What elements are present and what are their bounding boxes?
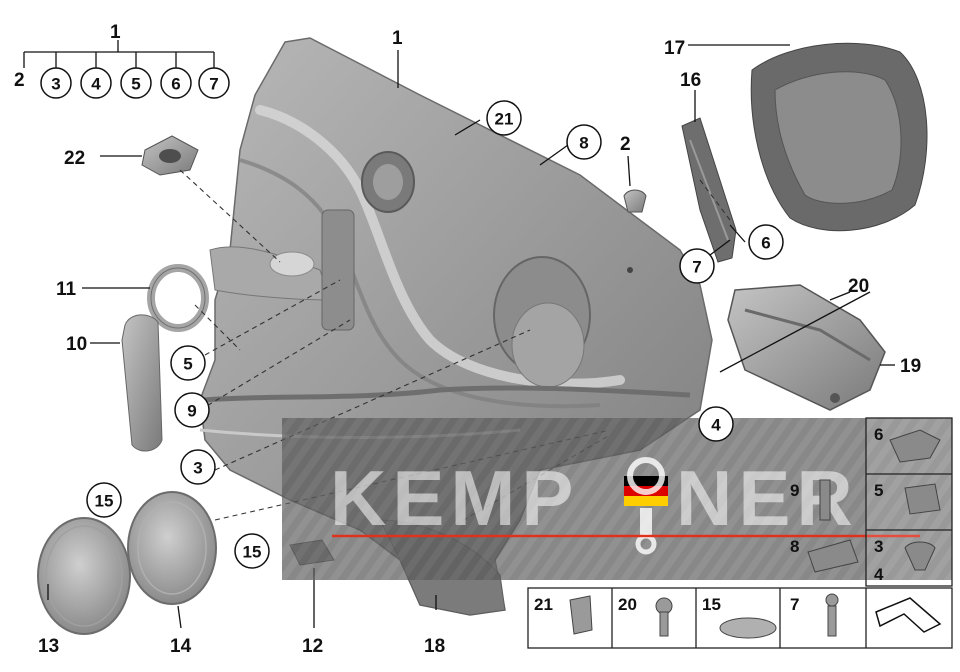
- callout-16: 16: [680, 70, 701, 91]
- svg-text:5: 5: [183, 355, 192, 374]
- table-label-15: 15: [702, 595, 721, 614]
- callout-15-a: 15: [86, 482, 122, 518]
- callout-17: 17: [664, 38, 685, 59]
- svg-text:6: 6: [171, 75, 180, 94]
- watermark-text-left: KEMP: [330, 454, 579, 542]
- callout-18: 18: [424, 636, 445, 657]
- callout-2-top: 2: [14, 70, 25, 91]
- part-13-speaker-grille: [37, 517, 131, 635]
- svg-text:15: 15: [243, 543, 262, 562]
- table-label-9: 9: [790, 481, 799, 500]
- callout-8: 8: [566, 124, 602, 160]
- callout-7-right: 7: [679, 248, 715, 284]
- callout-11: 11: [56, 279, 77, 300]
- callout-4-top: 4: [80, 67, 112, 99]
- circled-callouts: 3 4 5 6 7 21 8 6 7 5 9 3 4 15 15: [40, 67, 784, 569]
- svg-text:4: 4: [91, 75, 101, 94]
- part-22-cover: [141, 135, 199, 176]
- callout-9: 9: [174, 392, 210, 428]
- part-14-speaker-grille: [127, 491, 217, 605]
- table-label-4: 4: [874, 565, 884, 584]
- leader-lines: [23, 40, 895, 629]
- svg-text:8: 8: [579, 134, 588, 153]
- callout-6-right: 6: [748, 224, 784, 260]
- callout-5-left: 5: [170, 345, 206, 381]
- svg-text:7: 7: [209, 75, 218, 94]
- callout-10: 10: [66, 334, 87, 355]
- part-19-handle-bracket: [727, 284, 886, 411]
- table-label-7: 7: [790, 595, 799, 614]
- table-label-6: 6: [874, 425, 883, 444]
- callout-1-panel: 1: [392, 28, 403, 49]
- svg-text:5: 5: [131, 75, 140, 94]
- callout-1-top: 1: [110, 22, 121, 43]
- part-17-seal: [750, 42, 928, 232]
- part-11-ring: [147, 264, 209, 332]
- svg-text:6: 6: [761, 234, 770, 253]
- callout-2-right: 2: [620, 134, 631, 155]
- callout-20: 20: [848, 276, 869, 297]
- part-10-handle-cover: [121, 314, 163, 452]
- svg-text:4: 4: [711, 416, 721, 435]
- callout-21: 21: [486, 100, 522, 136]
- callout-5-top: 5: [120, 67, 152, 99]
- callout-6-top: 6: [160, 67, 192, 99]
- callout-4-right: 4: [698, 406, 734, 442]
- fastener-table-labels: 6 9 5 8 3 4 21 20 15 7: [534, 425, 884, 614]
- svg-text:3: 3: [51, 75, 60, 94]
- callout-12: 12: [302, 636, 323, 657]
- part-2-clip: [623, 189, 647, 213]
- svg-text:3: 3: [193, 459, 202, 478]
- callout-19: 19: [900, 356, 921, 377]
- table-label-20: 20: [618, 595, 637, 614]
- table-label-3: 3: [874, 537, 883, 556]
- callout-3-top: 3: [40, 67, 72, 99]
- table-label-8: 8: [790, 537, 799, 556]
- svg-text:15: 15: [95, 492, 114, 511]
- callout-7-top: 7: [198, 67, 230, 99]
- fastener-icons: [569, 429, 942, 639]
- watermark-text-right: NER: [676, 454, 859, 542]
- callout-13: 13: [38, 636, 59, 657]
- callout-14: 14: [170, 636, 192, 657]
- svg-text:9: 9: [187, 402, 196, 421]
- part-16-bracket: [681, 117, 737, 263]
- table-label-21: 21: [534, 595, 553, 614]
- table-label-5: 5: [874, 481, 883, 500]
- callout-3-left: 3: [180, 449, 216, 485]
- svg-text:21: 21: [495, 110, 514, 129]
- callout-numbers: 1 2 1 2 17 16 22 11 10 20 19 13 14 12 18: [14, 22, 921, 657]
- callout-22: 22: [64, 148, 85, 169]
- callout-15-b: 15: [234, 533, 270, 569]
- svg-text:7: 7: [692, 258, 701, 277]
